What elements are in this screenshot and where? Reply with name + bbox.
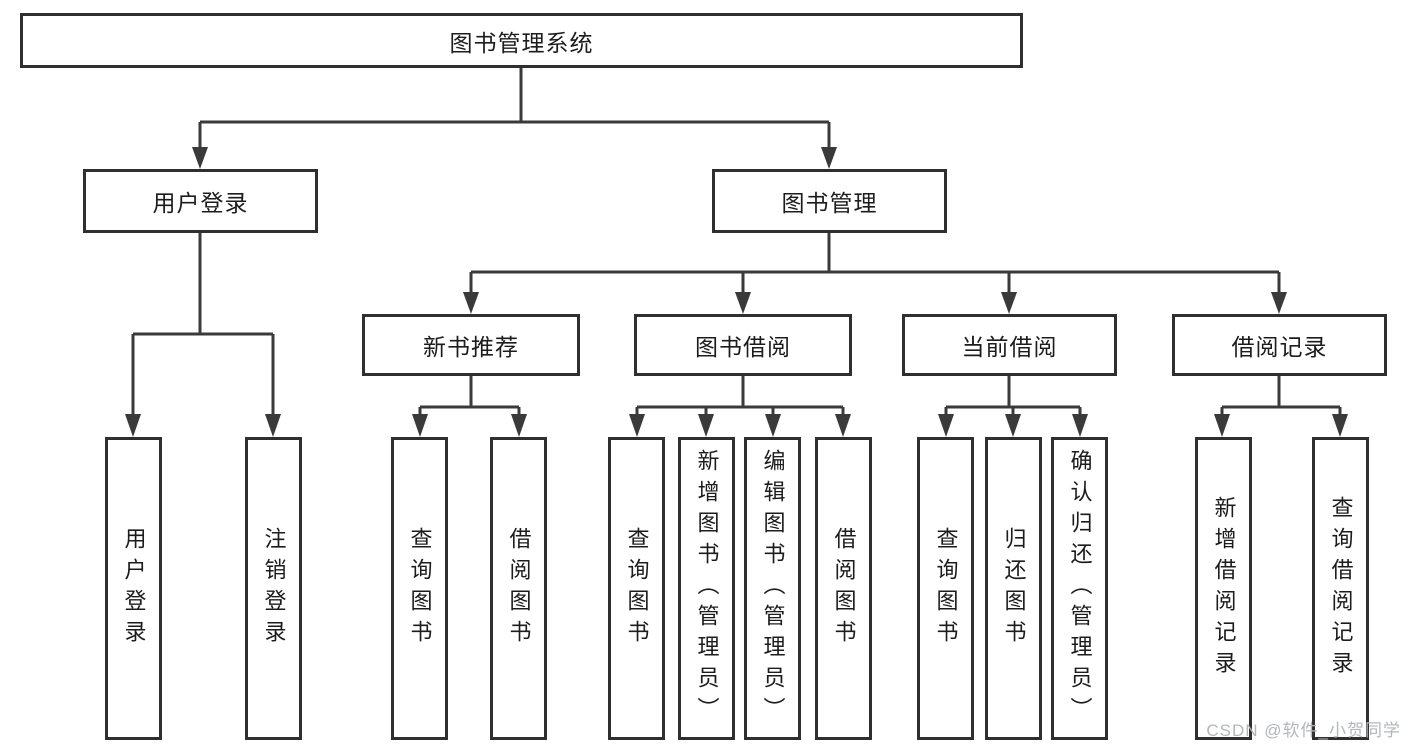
leaf-add-books-admin: 新增图书（管理员）: [678, 437, 735, 740]
leaf-query-borrow-record: 查询借阅记录: [1312, 437, 1369, 740]
node-book-borrowing: 图书借阅: [634, 314, 852, 376]
leaf-user-login: 用户登录: [105, 437, 162, 740]
leaf-query-books-current: 查询图书: [917, 437, 974, 740]
node-user-login: 用户登录: [83, 169, 318, 233]
leaf-borrow-books-recommend: 借阅图书: [490, 437, 547, 740]
node-book-management: 图书管理: [712, 169, 947, 233]
leaf-confirm-return-admin: 确认归还（管理员）: [1051, 437, 1108, 740]
csdn-watermark: CSDN @软件_小贺同学: [1206, 721, 1401, 740]
leaf-edit-books-admin: 编辑图书（管理员）: [744, 437, 801, 740]
node-new-book-recommend: 新书推荐: [362, 314, 580, 376]
node-current-borrowing: 当前借阅: [902, 314, 1117, 376]
leaf-query-books-borrowing: 查询图书: [608, 437, 665, 740]
leaf-return-books: 归还图书: [985, 437, 1042, 740]
leaf-query-books-recommend: 查询图书: [391, 437, 448, 740]
node-root: 图书管理系统: [20, 13, 1023, 68]
leaf-logout-login: 注销登录: [245, 437, 302, 740]
leaf-add-borrow-record: 新增借阅记录: [1195, 437, 1252, 740]
leaf-borrow-books-borrowing: 借阅图书: [815, 437, 872, 740]
node-borrowing-records: 借阅记录: [1172, 314, 1387, 376]
